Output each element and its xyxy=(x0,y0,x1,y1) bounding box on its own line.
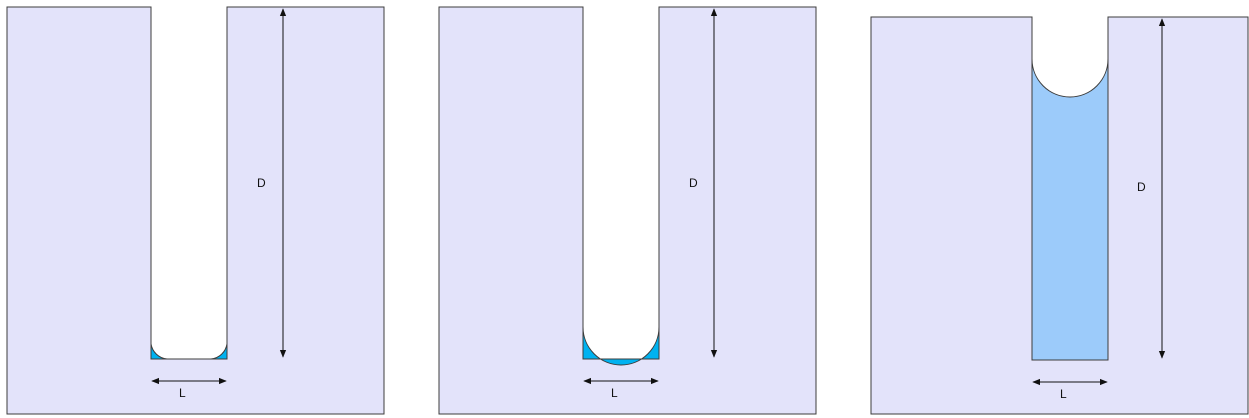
panel-3: D L xyxy=(870,16,1249,415)
width-label: L xyxy=(1060,387,1067,401)
depth-label: D xyxy=(1137,180,1146,194)
liquid-corner-right xyxy=(210,343,228,360)
depth-label: D xyxy=(257,176,266,190)
panel-2: D L xyxy=(438,6,817,415)
solid-block xyxy=(438,6,817,415)
solid-block xyxy=(6,6,385,415)
width-label: L xyxy=(179,386,186,400)
width-label: L xyxy=(611,386,618,400)
liquid-column xyxy=(1031,58,1109,361)
depth-label: D xyxy=(689,176,698,190)
liquid-corner-left xyxy=(150,343,168,360)
panel-1: D L xyxy=(6,6,385,415)
liquid-meniscus xyxy=(582,326,660,366)
